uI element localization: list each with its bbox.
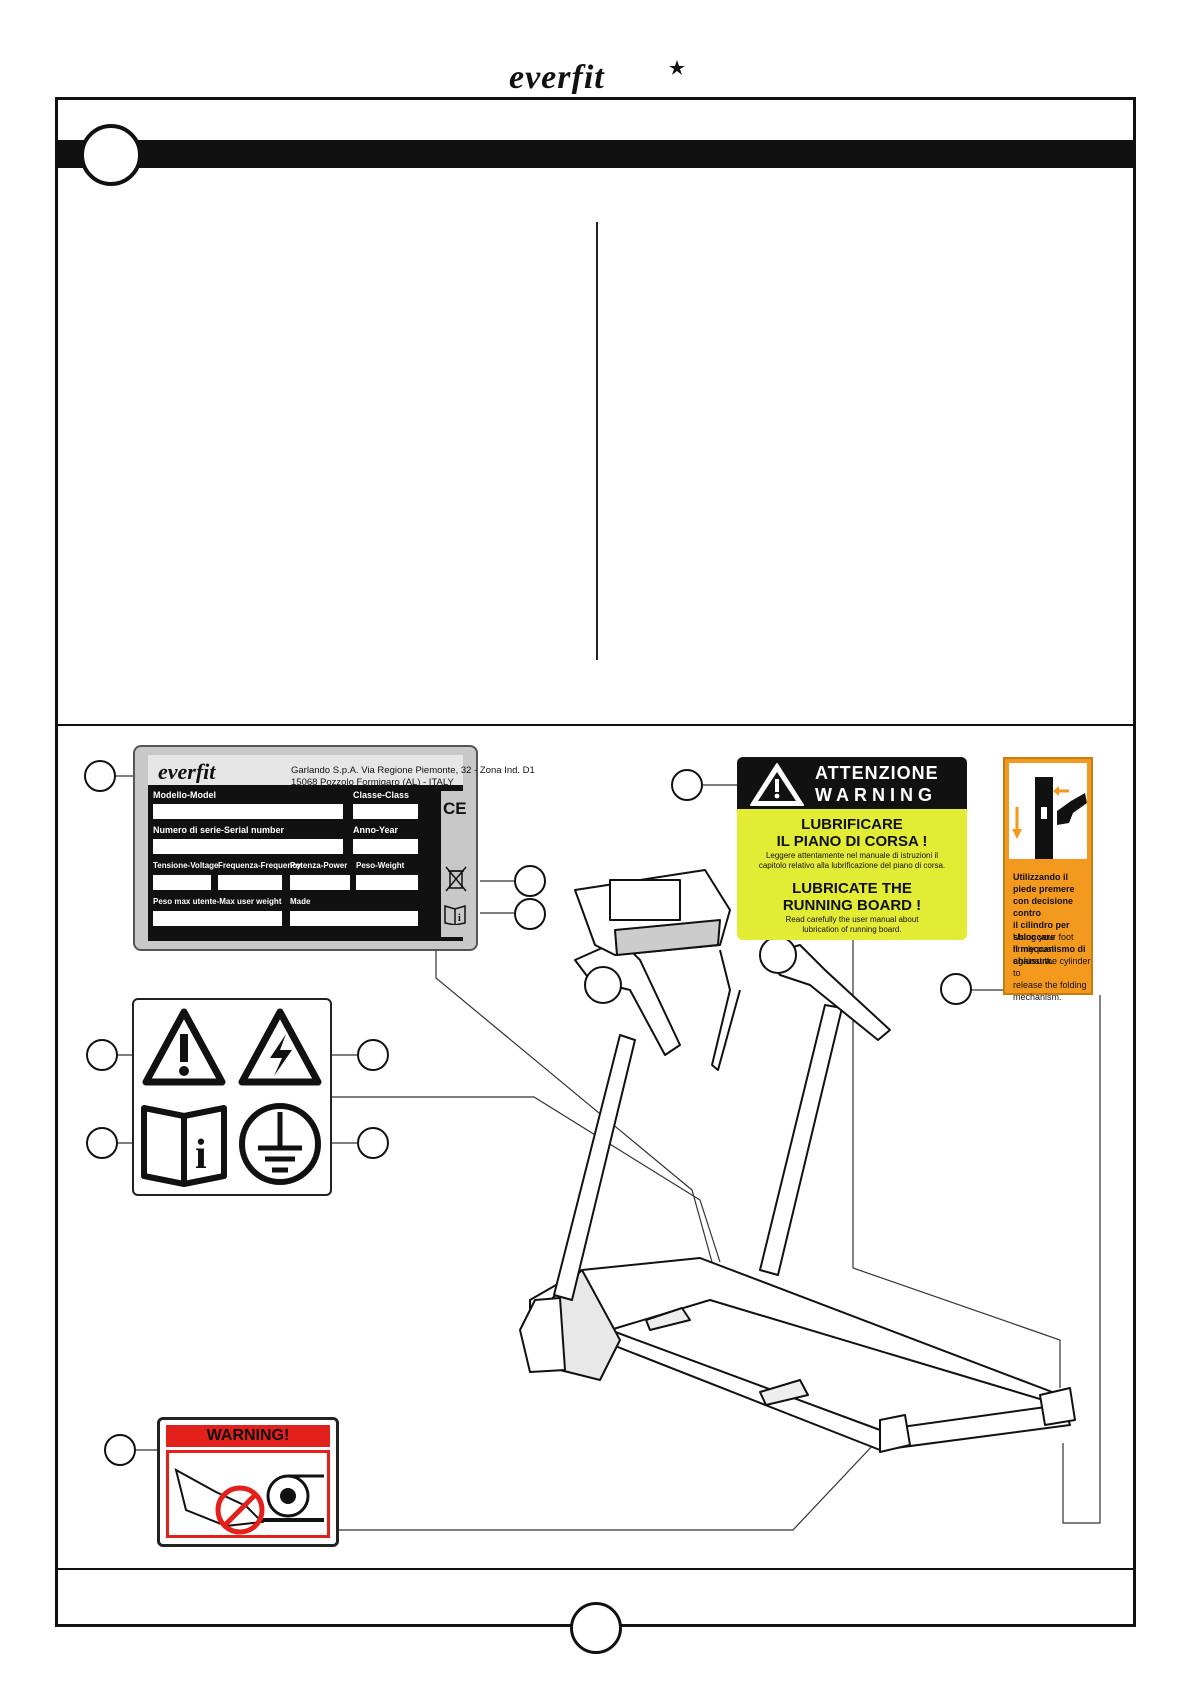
- callout-disposal: [514, 865, 546, 897]
- foot-push-icon: [1012, 777, 1087, 859]
- warning-triangle-icon: [750, 763, 804, 806]
- callout-manual: [514, 898, 546, 930]
- callout-plate: [84, 760, 116, 792]
- attention-title-it: ATTENZIONE: [815, 763, 939, 783]
- callout-lubricate: [671, 769, 703, 801]
- manufacturer-address: Garlando S.p.A. Via Regione Piemonte, 32…: [291, 765, 535, 788]
- general-warning-icon: [142, 1008, 226, 1086]
- hand-pinch-icon: [169, 1453, 327, 1535]
- lubricate-text-en-2: lubrication of running board.: [802, 925, 902, 934]
- treadmill-drawing: [519, 869, 1076, 1453]
- svg-text:i: i: [458, 913, 461, 924]
- callout-general-warning: [86, 1039, 118, 1071]
- brand-logo: everfit: [509, 59, 685, 94]
- label-made: Made: [290, 897, 311, 906]
- hand-warning-label: WARNING!: [157, 1417, 339, 1547]
- svg-text:i: i: [195, 1132, 207, 1178]
- label-frequency: Frequenza-Frequency: [218, 861, 302, 870]
- safety-symbols-box: i: [132, 998, 332, 1196]
- lubricate-warning-label: ATTENZIONE WARNING LUBRIFICARE IL PIANO …: [737, 757, 967, 940]
- column-divider: [596, 222, 598, 660]
- brand-logo-text: everfit: [509, 59, 605, 94]
- ce-mark: CE: [443, 799, 467, 818]
- label-voltage: Tensione-Voltage: [153, 861, 219, 870]
- callout-ground: [357, 1127, 389, 1159]
- warning-title: WARNING!: [166, 1425, 330, 1447]
- fold-text-it: Utilizzando il piede premere con decisio…: [1013, 872, 1086, 966]
- section-header-bar: [58, 140, 1133, 168]
- lubricate-text-it-2: capitolo relativo alla lubrificazione de…: [758, 861, 946, 870]
- read-manual-icon: i: [141, 1105, 227, 1187]
- callout-electric: [357, 1039, 389, 1071]
- label-class: Classe-Class: [353, 790, 410, 800]
- manual-icon: i: [444, 904, 466, 925]
- attention-title-en: WARNING: [815, 785, 937, 805]
- label-weight: Peso-Weight: [356, 861, 405, 870]
- section-number-circle: [80, 124, 142, 186]
- callout-fold: [940, 973, 972, 1005]
- section-separator: [58, 724, 1133, 726]
- lubricate-text-it-1: Leggere attentamente nel manuale di istr…: [765, 851, 939, 860]
- label-power: Potenza-Power: [290, 861, 348, 870]
- lubricate-heading-it-2: IL PIANO DI CORSA !: [776, 833, 928, 850]
- callout-read-manual: [86, 1127, 118, 1159]
- plate-logo: everfit: [158, 759, 216, 783]
- callout-hand-warning: [104, 1434, 136, 1466]
- ground-icon: [239, 1103, 321, 1185]
- lubricate-heading-en-2: RUNNING BOARD !: [782, 897, 922, 914]
- lubricate-text-en-1: Read carefully the user manual about: [785, 915, 919, 924]
- label-max-weight: Peso max utente-Max user weight: [153, 897, 282, 906]
- disposal-icon: [445, 866, 467, 892]
- star-icon: [669, 60, 685, 75]
- footer-separator: [58, 1568, 1133, 1570]
- label-serial: Numero di serie-Serial number: [153, 825, 285, 835]
- label-year: Anno-Year: [353, 825, 399, 835]
- fold-text-en: Using your foot firmly push against the …: [1013, 932, 1091, 1002]
- page-number-circle: [570, 1602, 622, 1654]
- lubricate-heading-en-1: LUBRICATE THE: [792, 880, 912, 897]
- rating-plate: everfit Garlando S.p.A. Via Regione Piem…: [133, 745, 535, 951]
- fold-release-label: Utilizzando il piede premere con decisio…: [1003, 757, 1093, 1002]
- svg-text:everfit: everfit: [158, 759, 216, 783]
- electric-hazard-icon: [238, 1008, 322, 1086]
- lubricate-heading-it-1: LUBRIFICARE: [801, 816, 903, 833]
- plate-symbols: CE i: [441, 791, 469, 937]
- label-model: Modello-Model: [153, 790, 216, 800]
